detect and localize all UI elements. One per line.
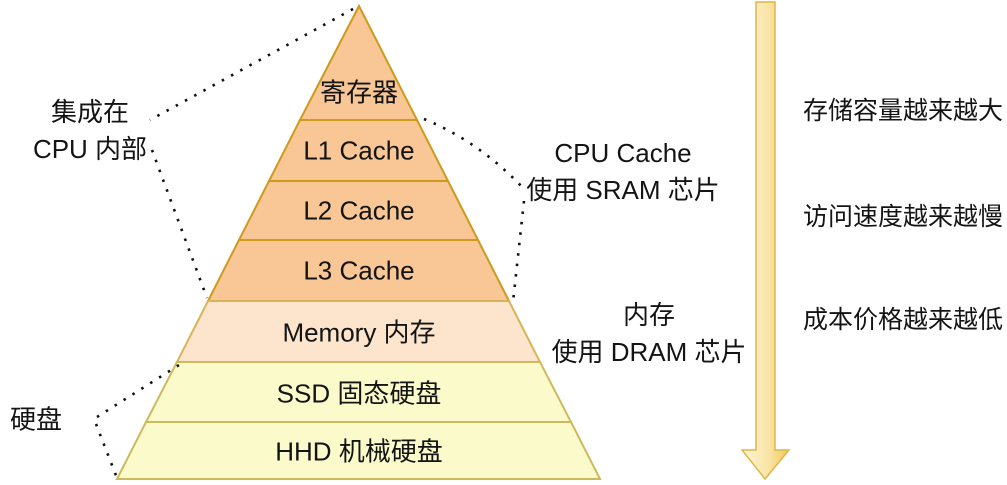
label-register: 寄存器	[319, 77, 399, 108]
annotation-memory-line1: 内存	[622, 300, 676, 331]
annotation-cpu-internal: 集成在 CPU 内部	[33, 94, 147, 168]
annotation-cpu-internal-line1: 集成在	[50, 97, 129, 128]
trend-capacity: 存储容量越来越大	[803, 97, 1004, 125]
annotation-cpu-cache-line1: CPU Cache	[554, 138, 692, 169]
dotted-line-cache-label-to-l3	[511, 200, 526, 303]
label-l2-cache: L2 Cache	[303, 195, 415, 226]
annotation-cpu-internal-line2: CPU 内部	[32, 134, 148, 164]
label-memory: Memory 内存	[282, 317, 436, 348]
annotation-cpu-cache-line2: 使用 SRAM 芯片	[526, 175, 720, 205]
annotation-memory-line2: 使用 DRAM 芯片	[551, 337, 747, 367]
down-arrow	[740, 1, 791, 481]
label-l3-cache: L3 Cache	[303, 255, 415, 286]
trend-cost: 成本价格越来越低	[803, 306, 1004, 334]
label-hhd: HHD 机械硬盘	[275, 436, 443, 467]
annotation-memory: 内存 使用 DRAM 芯片	[551, 297, 746, 371]
dotted-line-cpu-internal-to-l3	[150, 149, 209, 299]
label-ssd: SSD 固态硬盘	[276, 378, 442, 409]
annotation-cpu-cache: CPU Cache 使用 SRAM 芯片	[526, 135, 720, 209]
dotted-line-harddisk-to-hhd	[94, 423, 119, 479]
trend-speed: 访问速度越来越慢	[803, 203, 1004, 231]
dotted-line-cpu-internal-to-apex	[149, 7, 354, 122]
pyramid-level-hhd	[115, 421, 602, 480]
label-l1-cache: L1 Cache	[303, 135, 415, 166]
annotation-hard-disk: 硬盘	[10, 404, 63, 435]
